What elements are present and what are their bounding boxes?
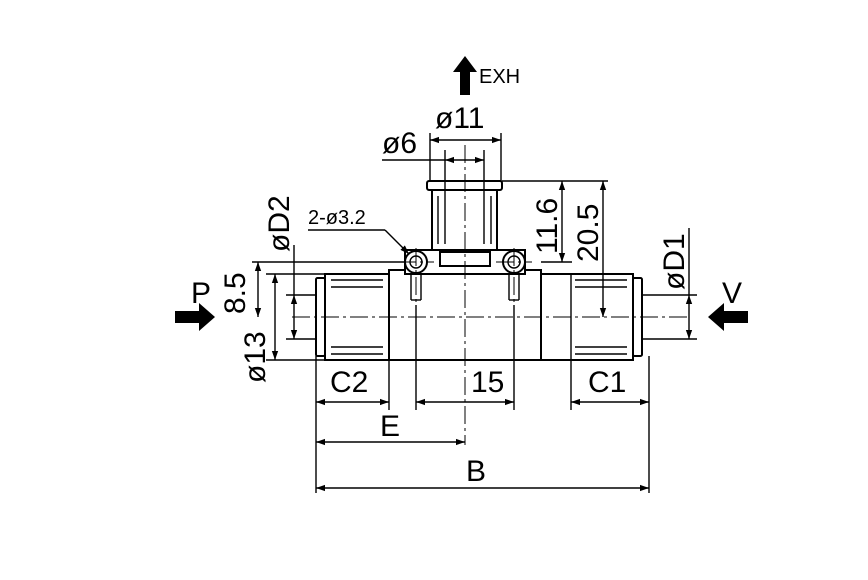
label-holes: 2-ø3.2 — [308, 207, 366, 229]
label-d1: øD1 — [658, 233, 691, 290]
label-15: 15 — [471, 366, 504, 399]
label-p: P — [191, 277, 211, 310]
dim-bottom — [315, 305, 650, 493]
label-c2: C2 — [330, 366, 368, 399]
labels: EXH ø11 ø6 2-ø3.2 P V C2 15 C1 E B øD2 8… — [191, 66, 742, 488]
dim-top-diameters — [382, 133, 502, 196]
dim-heights — [502, 180, 608, 317]
label-exh: EXH — [479, 66, 520, 88]
label-d6: ø6 — [382, 127, 417, 160]
label-c1: C1 — [588, 366, 626, 399]
label-8-5: 8.5 — [219, 272, 252, 314]
dim-left — [252, 245, 405, 361]
label-d13: ø13 — [239, 331, 272, 383]
p-inlet-arrow-icon — [175, 303, 215, 331]
fitting-body — [315, 269, 643, 361]
label-11-6: 11.6 — [531, 198, 564, 254]
leader-holes — [308, 229, 410, 255]
label-v: V — [722, 277, 742, 310]
label-20-5: 20.5 — [572, 204, 605, 262]
exh-arrow-icon — [453, 56, 477, 95]
label-b: B — [466, 455, 486, 488]
v-port-arrow-icon — [708, 303, 748, 331]
label-d2: øD2 — [263, 195, 296, 252]
flow-arrows — [175, 56, 748, 331]
dim-d1 — [642, 228, 697, 340]
label-e: E — [380, 410, 400, 443]
label-d11: ø11 — [435, 102, 484, 135]
